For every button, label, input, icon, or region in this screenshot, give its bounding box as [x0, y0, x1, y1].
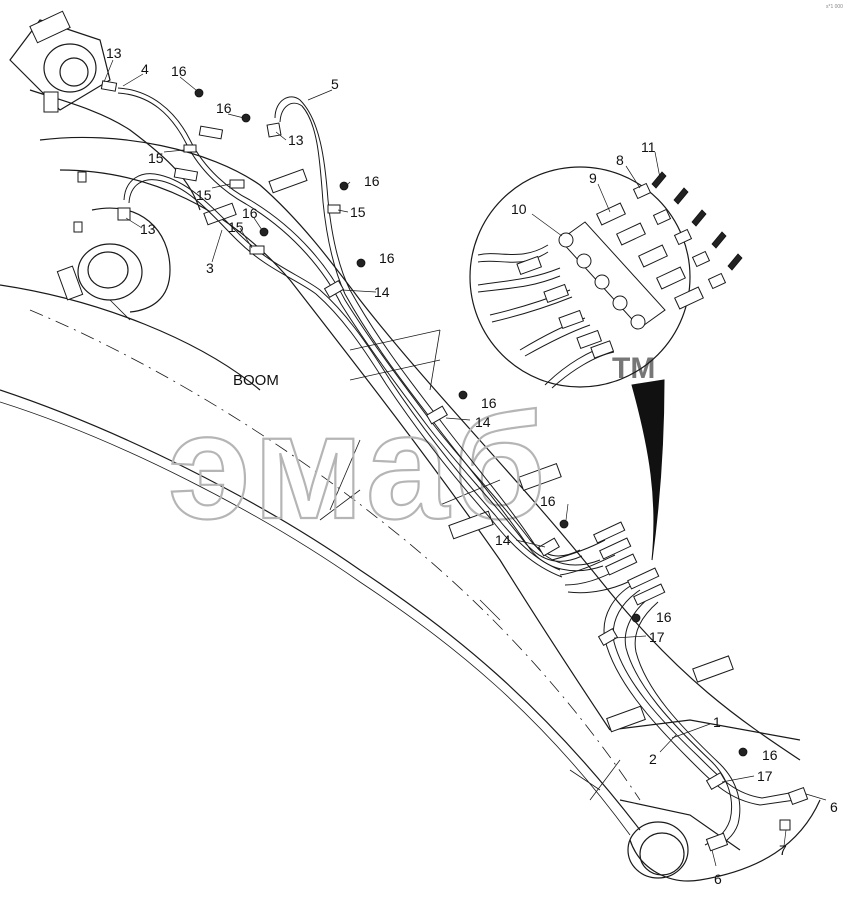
callout-11: 11 — [641, 139, 656, 155]
callout-3: 3 — [206, 260, 214, 276]
callout-9: 9 — [589, 170, 597, 186]
callout-14: 14 — [475, 414, 491, 430]
callout-6: 6 — [714, 871, 722, 887]
leader-lines — [103, 59, 827, 867]
callout-5: 5 — [331, 76, 339, 92]
callout-8: 8 — [616, 152, 624, 168]
callout-17: 17 — [757, 768, 773, 784]
boom-label: BOOM — [233, 372, 279, 389]
watermark: эмаб TM — [167, 352, 655, 551]
hose-bundle — [117, 87, 796, 851]
callout-14: 14 — [495, 532, 511, 548]
callout-7: 7 — [779, 842, 787, 858]
callout-16: 16 — [364, 173, 380, 189]
callout-4: 4 — [141, 61, 149, 77]
callout-13: 13 — [106, 45, 122, 61]
boom-structure — [0, 10, 821, 882]
callout-15: 15 — [148, 150, 164, 166]
callout-1: 1 — [713, 714, 721, 730]
callout-10: 10 — [511, 201, 527, 217]
callout-2: 2 — [649, 751, 657, 767]
callout-labels: 13 4 16 16 5 13 15 15 16 15 13 16 15 3 1… — [106, 45, 838, 887]
callout-14: 14 — [374, 284, 390, 300]
callout-6: 6 — [830, 799, 838, 815]
callout-15: 15 — [350, 204, 366, 220]
callout-16: 16 — [242, 205, 258, 221]
callout-16: 16 — [216, 100, 232, 116]
corner-code: s*1 000 — [826, 4, 843, 10]
callout-17: 17 — [649, 629, 665, 645]
watermark-text: эмаб — [168, 382, 550, 550]
callout-16: 16 — [656, 609, 672, 625]
clamps-and-bolts — [100, 80, 809, 852]
callout-16: 16 — [762, 747, 778, 763]
callout-16: 16 — [540, 493, 556, 509]
callout-15: 15 — [196, 187, 212, 203]
callout-13: 13 — [140, 221, 156, 237]
callout-16: 16 — [379, 250, 395, 266]
callout-15: 15 — [228, 219, 244, 235]
callout-16: 16 — [481, 395, 497, 411]
callout-13: 13 — [288, 132, 304, 148]
callout-16: 16 — [171, 63, 187, 79]
